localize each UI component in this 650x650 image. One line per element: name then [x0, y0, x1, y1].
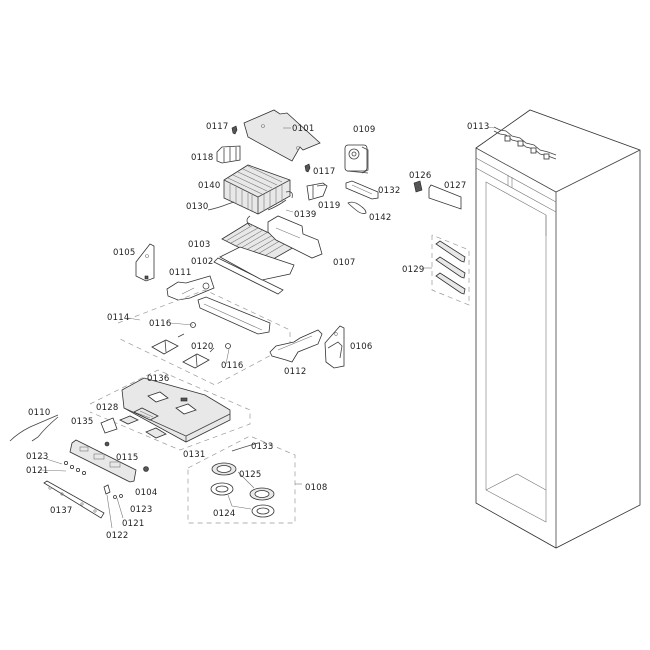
part-label-0117: 0117 — [206, 122, 229, 132]
part-label-0123: 0123 — [26, 452, 49, 462]
part-label-0136: 0136 — [147, 374, 170, 384]
part-label-0110: 0110 — [28, 408, 51, 418]
rail-0114 — [197, 296, 271, 335]
part-label-0124: 0124 — [213, 509, 236, 519]
grille-0128 — [133, 407, 159, 421]
part-label-0111: 0111 — [169, 268, 192, 278]
part-label-0113: 0113 — [467, 122, 490, 132]
part-label-0137: 0137 — [50, 506, 73, 516]
part-0132 — [345, 180, 379, 200]
bracket-0112 — [269, 329, 323, 363]
duct-0107 — [267, 215, 323, 259]
sensor-0133 — [231, 442, 259, 452]
part-label-0140: 0140 — [198, 181, 221, 191]
part-0119 — [306, 182, 328, 201]
part-label-0120: 0120 — [191, 342, 214, 352]
rings-0124-0125 — [210, 462, 275, 518]
part-label-0129: 0129 — [402, 265, 425, 275]
part-label-0108: 0108 — [305, 483, 328, 493]
panel-0127 — [428, 184, 462, 210]
part-label-0116: 0116 — [221, 361, 244, 371]
part-label-0131: 0131 — [183, 450, 206, 460]
part-label-0127: 0127 — [444, 181, 467, 191]
part-label-0106: 0106 — [350, 342, 373, 352]
small-fasteners — [64, 460, 123, 499]
part-label-0142: 0142 — [369, 213, 392, 223]
part-label-0114: 0114 — [107, 313, 130, 323]
part-label-0119: 0119 — [318, 201, 341, 211]
part-label-0139: 0139 — [294, 210, 317, 220]
bracket-0111 — [166, 275, 215, 301]
part-label-0117: 0117 — [313, 167, 336, 177]
part-label-0118: 0118 — [191, 153, 214, 163]
part-label-0107: 0107 — [333, 258, 356, 268]
cabinet-drawing — [475, 109, 641, 549]
part-label-0130: 0130 — [186, 202, 209, 212]
bracket-0106 — [324, 325, 345, 369]
part-label-0128: 0128 — [96, 403, 119, 413]
fan-0109 — [344, 144, 369, 174]
feet-0116-0120 — [151, 322, 231, 369]
part-label-0122: 0122 — [106, 531, 129, 541]
part-label-0112: 0112 — [284, 367, 307, 377]
part-label-0101: 0101 — [292, 124, 315, 134]
part-label-0102: 0102 — [191, 257, 214, 267]
bracket-0135 — [100, 417, 118, 434]
group-0136-outline — [89, 369, 251, 451]
clip-0117 — [231, 125, 311, 173]
hinge-strip-0113 — [487, 126, 557, 160]
part-0126 — [413, 180, 423, 193]
control-panel — [69, 439, 137, 483]
part-label-0115: 0115 — [116, 453, 139, 463]
part-label-0135: 0135 — [71, 417, 94, 427]
tray-0102 — [213, 257, 284, 295]
part-label-0104: 0104 — [135, 488, 158, 498]
insert-plate-0131 — [145, 427, 167, 439]
baseplate-0136 — [121, 377, 231, 443]
harness-0110 — [9, 414, 59, 442]
part-label-0121: 0121 — [26, 466, 49, 476]
part-label-0103: 0103 — [188, 240, 211, 250]
group-0108-outline — [187, 435, 296, 524]
part-label-0133: 0133 — [251, 442, 274, 452]
part-label-0125: 0125 — [239, 470, 262, 480]
part-label-0105: 0105 — [113, 248, 136, 258]
bracket-0118 — [216, 145, 241, 164]
part-label-0109: 0109 — [353, 125, 376, 135]
part-label-0132: 0132 — [378, 186, 401, 196]
part-label-0123: 0123 — [130, 505, 153, 515]
insert-plate — [119, 415, 139, 425]
part-label-0126: 0126 — [409, 171, 432, 181]
part-0142 — [347, 201, 367, 214]
shelves-0129 — [423, 234, 470, 306]
part-label-0121: 0121 — [122, 519, 145, 529]
top-cover-0101 — [243, 109, 321, 162]
evaporator-0140 — [223, 164, 293, 215]
sensor-0139 — [267, 199, 287, 211]
wire-0130 — [207, 201, 235, 211]
bracket-0105 — [135, 243, 155, 282]
part-label-0116: 0116 — [149, 319, 172, 329]
strip-0137 — [43, 480, 105, 519]
